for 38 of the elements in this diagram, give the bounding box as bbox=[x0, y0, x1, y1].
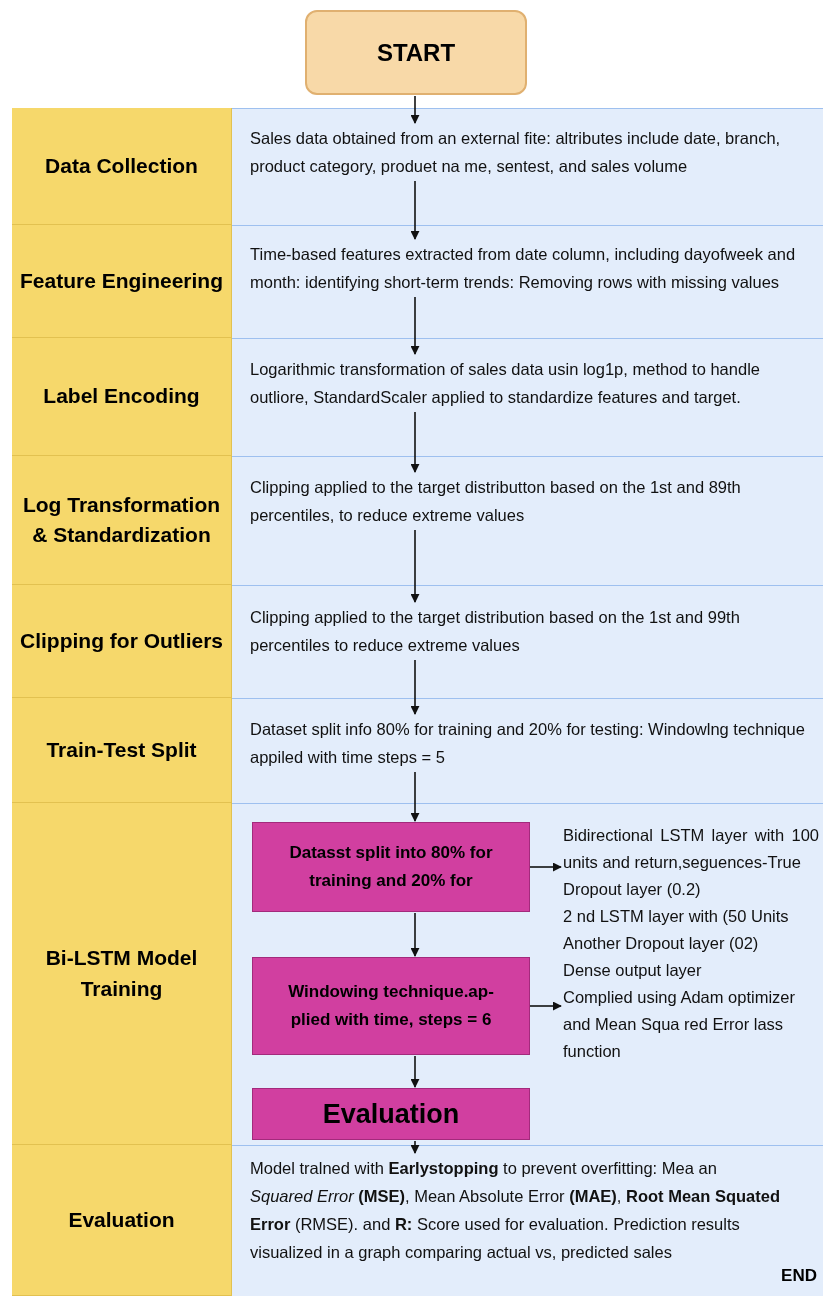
layer-item: Complied using Adam optimizer and Mean Squa red Error lass function bbox=[563, 987, 797, 1062]
arrow bbox=[410, 296, 420, 355]
step-description: Model tralned with Earlystopping to prevent overfitting: Mea an Squared Error (MSE), Mean Absolute Error (MAE), Root Mean Squated Error (RMSE). and R: Score used for evaluation. Prediction results visualized in a graph comparing actual vs, predicted sales bbox=[250, 1154, 780, 1266]
arrow bbox=[410, 659, 420, 715]
arrow bbox=[410, 912, 420, 957]
stage-title-cell: Evaluation bbox=[12, 1145, 232, 1296]
arrow bbox=[410, 1055, 420, 1088]
arrow bbox=[410, 771, 420, 822]
step-description: Dataset split info 80% for training and 20% for testing: Windowlng technique appiled with time steps = 5 bbox=[250, 715, 818, 771]
stage-title-cell: Data Collection bbox=[12, 108, 232, 225]
stage-title-cell: Train-Test Split bbox=[12, 698, 232, 803]
process-box: Windowing technique.ap- plied with time, steps = 6 bbox=[252, 957, 530, 1055]
stage-title-cell: Label Encoding bbox=[12, 338, 232, 456]
arrow bbox=[410, 529, 420, 603]
arrow bbox=[529, 1001, 562, 1011]
step-description: Logarithmic transformation of sales data usin log1p, method to handle outliore, StandardScaler applied to standardize features and target. bbox=[250, 355, 818, 411]
arrow bbox=[410, 180, 420, 240]
start-terminal: START bbox=[305, 10, 527, 95]
step-description: Clipping applied to the target distributton based on the 1st and 89th percentiles, to reduce extreme values bbox=[250, 473, 818, 529]
layer-item: 2 nd LSTM layer with (50 Units bbox=[563, 906, 790, 927]
layer-item: Another Dropout layer (02) bbox=[563, 933, 760, 954]
arrow bbox=[529, 862, 562, 872]
stage-title-cell: Log Transformation & Standardization bbox=[12, 456, 232, 585]
stage-title-cell: Feature Engineering bbox=[12, 225, 232, 338]
layer-item: Dense output layer bbox=[563, 960, 703, 981]
process-box: Evaluation bbox=[252, 1088, 530, 1140]
arrow bbox=[410, 411, 420, 473]
stage-title-cell: Bi-LSTM Model Training bbox=[12, 803, 232, 1145]
end-label: END bbox=[781, 1264, 817, 1287]
step-description: Sales data obtained from an external fite: altributes include date, branch, product category, produet na me, sentest, and sales volume bbox=[250, 124, 818, 180]
layer-item: Dropout layer (0.2) bbox=[563, 879, 702, 900]
step-description: Clipping applied to the target distribution based on the 1st and 99th percentiles to reduce extreme values bbox=[250, 603, 818, 659]
process-box: Datasst split into 80% for training and 20% for bbox=[252, 822, 530, 912]
step-description: Time-based features extracted from date column, including dayofweek and month: identifying short-term trends: Removing rows with missing values bbox=[250, 240, 818, 296]
arrow bbox=[410, 95, 420, 124]
arrow bbox=[410, 1140, 420, 1154]
stage-title-cell: Clipping for Outliers bbox=[12, 585, 232, 698]
layer-item: Bidirectional LSTM layer with 100 units and return,seguences-True bbox=[563, 825, 819, 873]
